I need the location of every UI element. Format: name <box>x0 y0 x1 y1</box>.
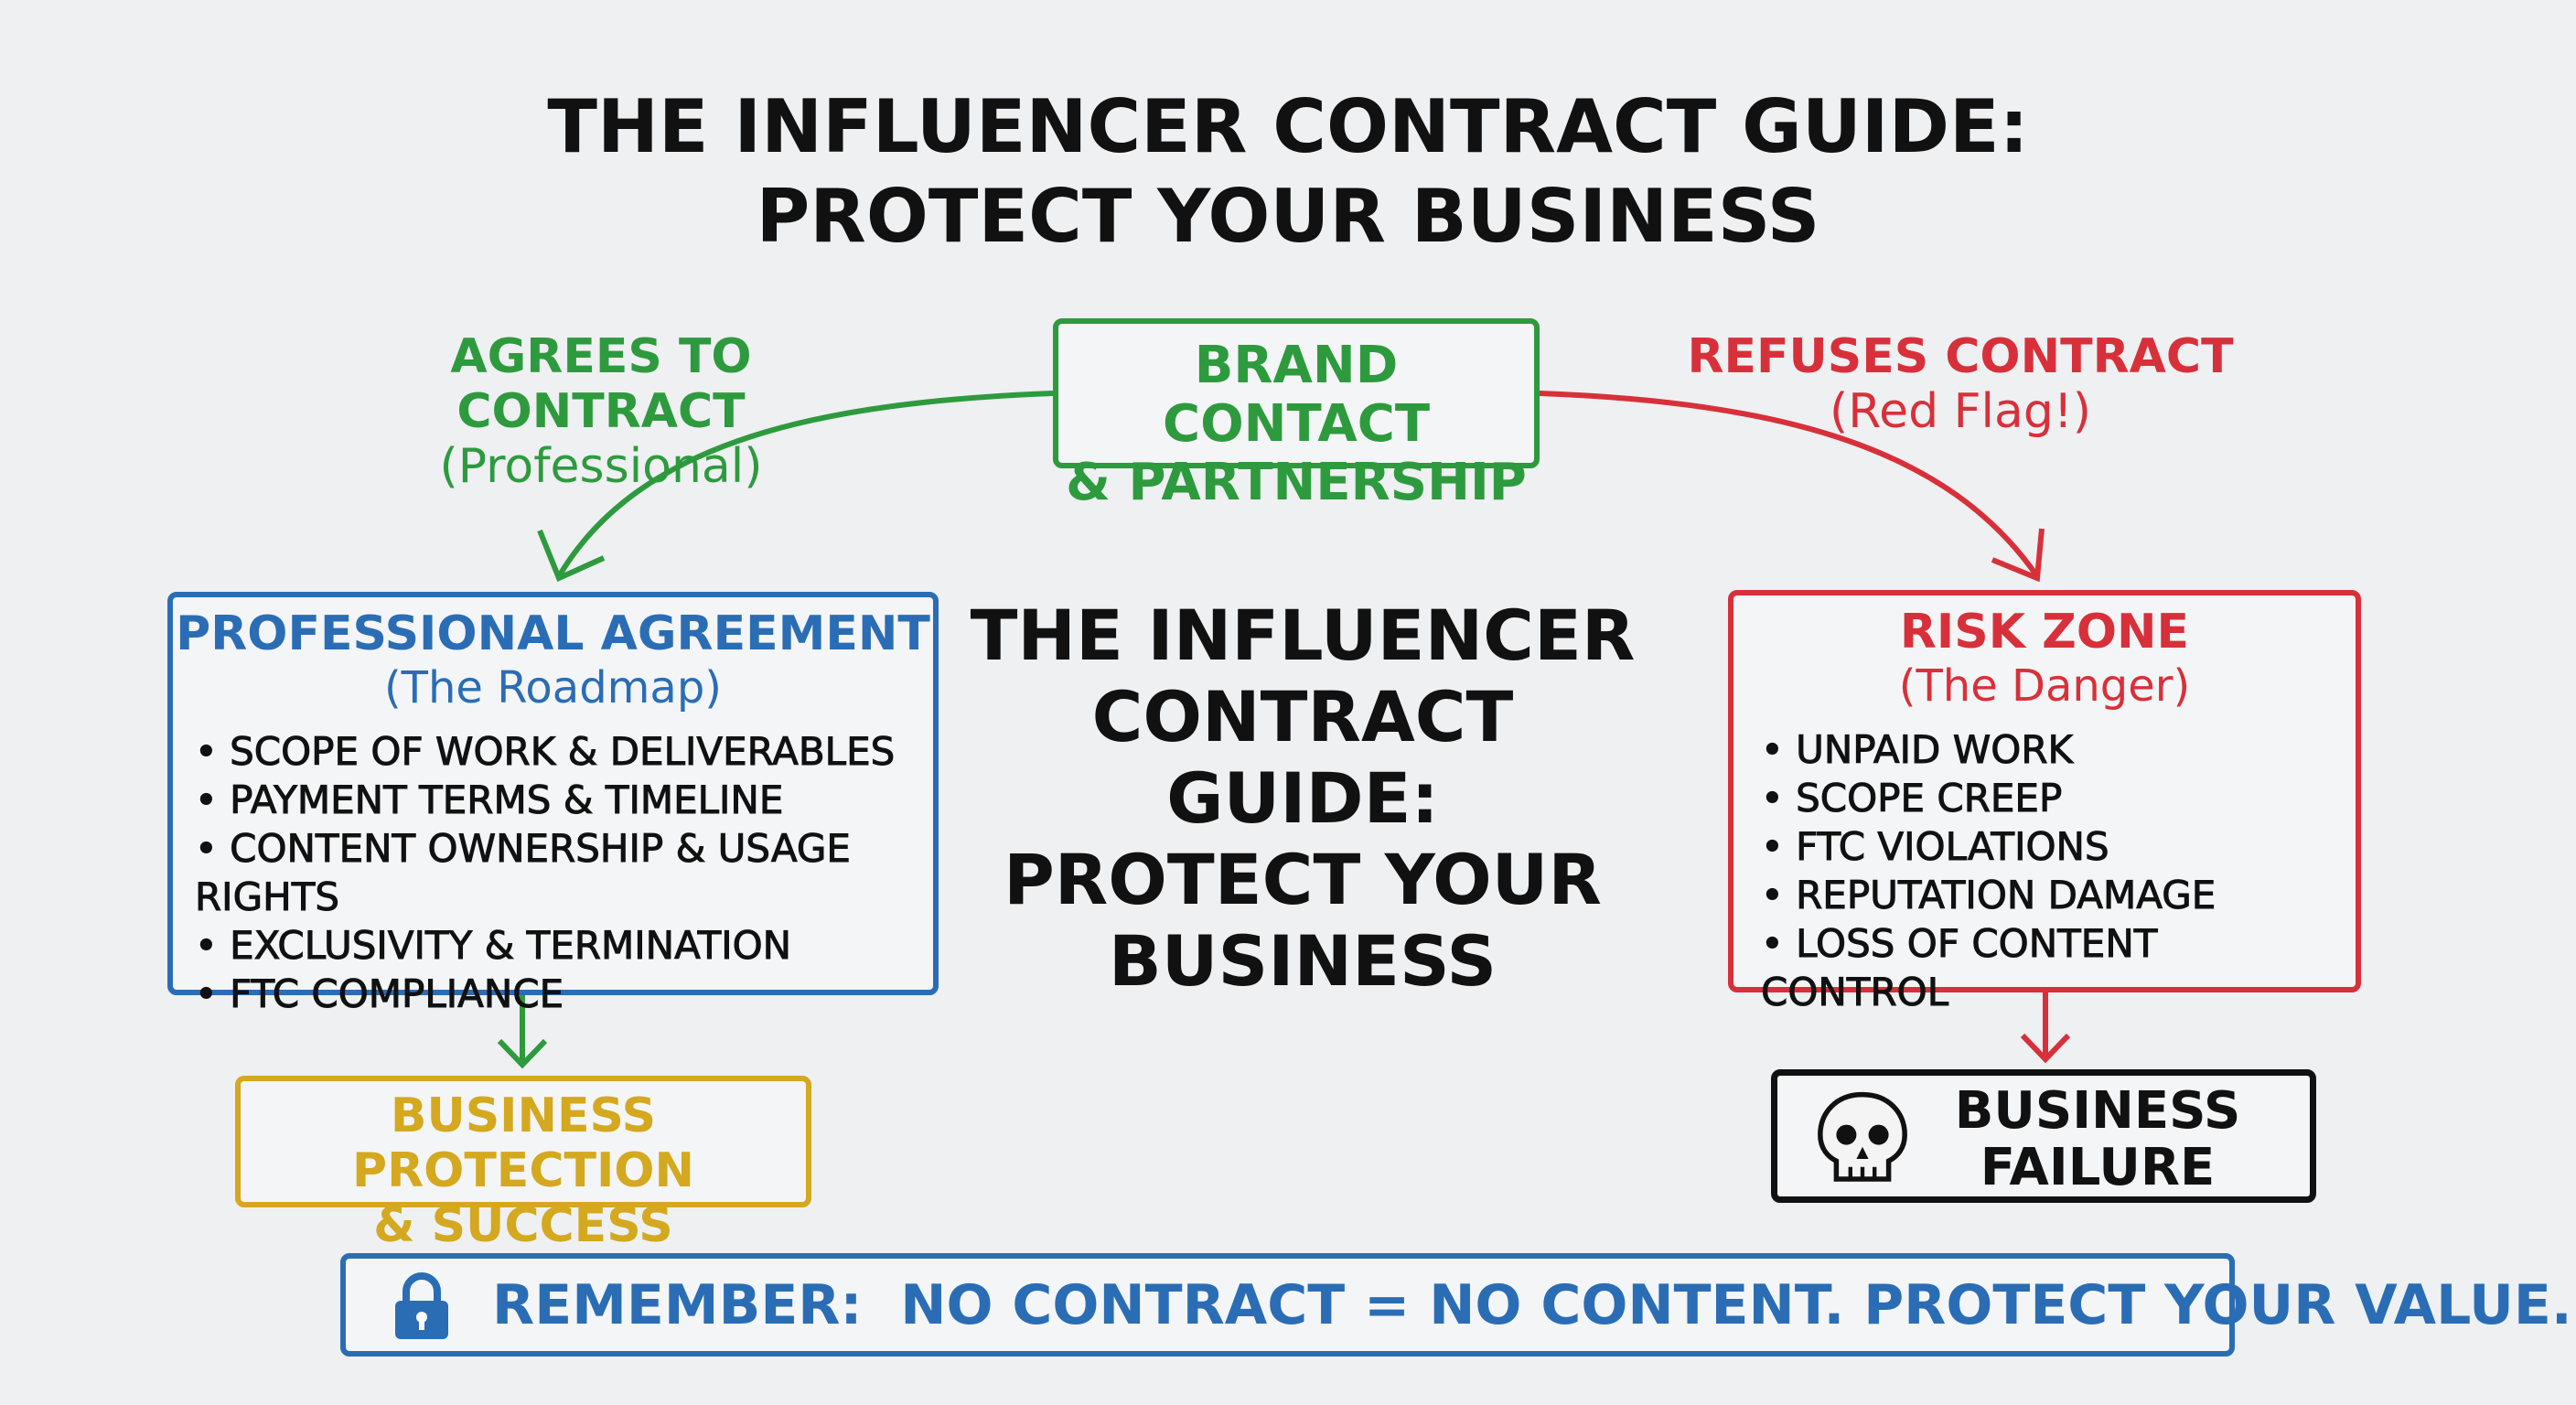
agree-arrow <box>556 391 1054 578</box>
risk-item: LOSS OF CONTENT CONTROL <box>1761 919 2356 1016</box>
refuses-label: REFUSES CONTRACT (Red Flag!) <box>1686 329 2235 439</box>
skull-icon <box>1818 1091 1907 1182</box>
agreement-title: PROFESSIONAL AGREEMENT <box>176 606 930 661</box>
agreement-subtitle: (The Roadmap) <box>383 662 723 713</box>
center-line-4: BUSINESS <box>1108 920 1497 1002</box>
professional-agreement-box: PROFESSIONAL AGREEMENT (The Roadmap) SCO… <box>167 592 939 1017</box>
success-line-1: BUSINESS PROTECTION <box>351 1089 695 1198</box>
refuses-label-text: REFUSES CONTRACT <box>1687 329 2234 384</box>
refuse-arrowhead <box>1991 528 2045 583</box>
center-line-2: CONTRACT GUIDE: <box>1091 676 1514 839</box>
title-line-1: THE INFLUENCER CONTRACT GUIDE: <box>547 84 2029 169</box>
center-line-3: PROTECT YOUR <box>1004 839 1602 920</box>
success-line-2: & SUCCESS <box>373 1198 673 1253</box>
business-failure-box: BUSINESS FAILURE <box>1771 1069 2316 1203</box>
refuses-sublabel: (Red Flag!) <box>1830 384 2091 439</box>
reminder-text: REMEMBER: NO CONTRACT = NO CONTENT. PROT… <box>492 1273 2572 1337</box>
risk-zone-box: RISK ZONE (The Danger) UNPAID WORK SCOPE… <box>1728 590 2361 1015</box>
reminder-banner: REMEMBER: NO CONTRACT = NO CONTENT. PROT… <box>340 1253 2572 1357</box>
risk-list: UNPAID WORK SCOPE CREEP FTC VIOLATIONS R… <box>1761 725 2356 1016</box>
refuse-arrow <box>1539 391 2040 578</box>
agreement-item: SCOPE OF WORK & DELIVERABLES <box>195 727 933 776</box>
agreement-item: PAYMENT TERMS & TIMELINE <box>195 776 933 824</box>
business-protection-box: BUSINESS PROTECTION & SUCCESS <box>235 1076 811 1253</box>
failure-text: BUSINESS FAILURE <box>1915 1083 2281 1196</box>
failure-line-1: BUSINESS <box>1954 1081 2241 1141</box>
risk-item: FTC VIOLATIONS <box>1761 822 2356 871</box>
brand-box-line-1: BRAND CONTACT <box>1162 336 1431 454</box>
agrees-label-text: AGREES TO CONTRACT <box>450 329 752 439</box>
agree-arrowhead <box>537 529 606 583</box>
risk-title: RISK ZONE <box>1899 605 2190 660</box>
agrees-label: AGREES TO CONTRACT (Professional) <box>327 329 875 494</box>
agreement-item: CONTENT OWNERSHIP & USAGE RIGHTS <box>195 824 933 921</box>
brand-contact-box: BRAND CONTACT & PARTNERSHIP <box>1053 318 1540 512</box>
center-line-1: THE INFLUENCER <box>970 595 1636 676</box>
risk-item: UNPAID WORK <box>1761 725 2356 774</box>
center-title: THE INFLUENCER CONTRACT GUIDE: PROTECT Y… <box>964 595 1641 1002</box>
failure-line-2: FAILURE <box>1980 1138 2216 1197</box>
brand-box-line-2: & PARTNERSHIP <box>1066 453 1527 512</box>
title-line-2: PROTECT YOUR BUSINESS <box>756 174 1820 259</box>
page-title: THE INFLUENCER CONTRACT GUIDE: PROTECT Y… <box>0 82 2576 262</box>
agreement-list: SCOPE OF WORK & DELIVERABLES PAYMENT TER… <box>195 727 933 1018</box>
agrees-sublabel: (Professional) <box>439 439 763 494</box>
risk-subtitle: (The Danger) <box>1898 660 2191 712</box>
agreement-item: EXCLUSIVITY & TERMINATION <box>195 921 933 970</box>
lock-icon <box>395 1272 448 1339</box>
agreement-item: FTC COMPLIANCE <box>195 970 933 1018</box>
risk-item: SCOPE CREEP <box>1761 774 2356 822</box>
risk-item: REPUTATION DAMAGE <box>1761 871 2356 919</box>
